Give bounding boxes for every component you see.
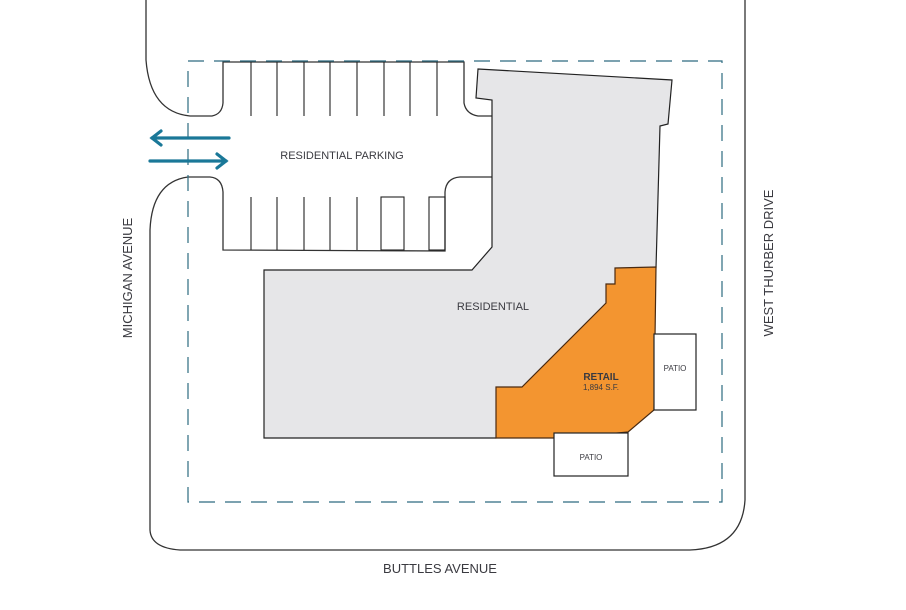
curb-north [145, 0, 492, 117]
patio-south[interactable] [553, 432, 629, 477]
street-michigan-avenue: MICHIGAN AVENUE [120, 217, 135, 338]
property-boundary [187, 60, 723, 503]
patio-south-label: PATIO [580, 453, 603, 462]
street-west-thurber-drive: WEST THURBER DRIVE [761, 189, 776, 336]
access-arrows [148, 129, 231, 170]
exit-arrow-icon [149, 129, 231, 147]
residential-label: RESIDENTIAL [457, 301, 529, 313]
parking-stalls [250, 62, 446, 251]
retail-size: 1,894 S.F. [583, 383, 619, 392]
entry-arrow-icon [148, 152, 229, 170]
parking-label: RESIDENTIAL PARKING [280, 150, 403, 162]
curb-south [149, 0, 746, 551]
retail-label: RETAIL [583, 372, 618, 383]
patio-east-label: PATIO [664, 364, 687, 373]
street-buttles-avenue: BUTTLES AVENUE [383, 561, 497, 576]
patio-east[interactable] [653, 333, 697, 411]
